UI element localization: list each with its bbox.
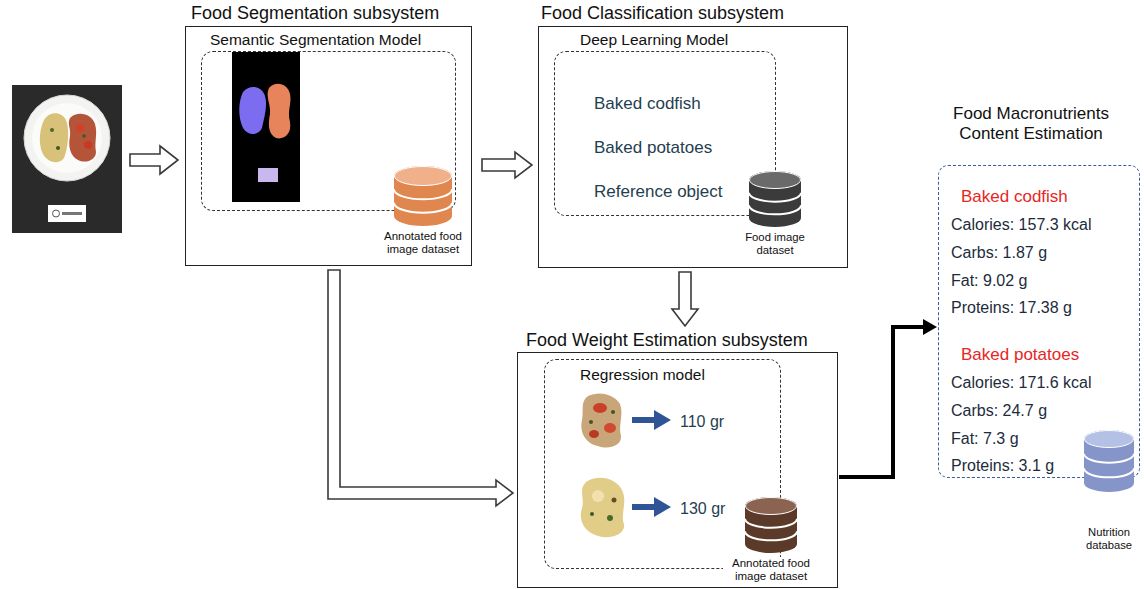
item-text: Calories: 171.6 kcal	[951, 373, 1092, 392]
item-text: Baked codfish	[594, 94, 701, 114]
item-text: Proteins: 17.38 g	[951, 298, 1072, 317]
item-text: Baked potatoes	[594, 138, 712, 158]
input-arrow	[130, 146, 178, 174]
flow-arrow	[482, 152, 532, 178]
cylinder-shape	[394, 166, 452, 226]
flow-arrow	[672, 272, 698, 326]
flow-arrow	[839, 319, 937, 477]
item-text: Baked codfish	[961, 187, 1068, 207]
database-cylinder: Food image dataset	[740, 171, 810, 261]
potato-portion	[581, 478, 625, 537]
weight-arrows	[632, 410, 671, 517]
item-text: Calories: 157.3 kcal	[951, 215, 1092, 234]
section-heading: Food Segmentation subsystem	[191, 3, 439, 25]
item-text: Reference object	[594, 182, 723, 202]
item-text: Proteins: 3.1 g	[951, 456, 1054, 475]
database-cylinder: Nutrition database	[1078, 430, 1140, 560]
section-heading: Deep Learning Model	[580, 31, 728, 50]
codfish-portion	[581, 393, 621, 447]
database-cylinder: Annotated food image dataset	[375, 166, 471, 260]
subsystem-box: Food Weight Estimation subsystemRegressi…	[517, 352, 838, 588]
section-heading: Food Macronutrients Content Estimation	[931, 104, 1131, 145]
database-label: Nutrition database	[1078, 526, 1140, 552]
item-text: 110 gr	[680, 412, 724, 431]
item-text: 130 gr	[680, 499, 725, 518]
model-region: Deep Learning ModelBaked codfishBaked po…	[554, 51, 776, 216]
cylinder-shape	[749, 171, 801, 227]
database-label: Annotated food image dataset	[375, 230, 471, 256]
section-heading: Food Classification subsystem	[541, 3, 784, 25]
item-text: Carbs: 1.87 g	[951, 243, 1047, 262]
section-heading: Regression model	[580, 366, 705, 385]
item-text: Fat: 9.02 g	[951, 271, 1028, 290]
item-text: Fat: 7.3 g	[951, 429, 1019, 448]
database-label: Food image dataset	[740, 231, 810, 257]
section-heading: Food Weight Estimation subsystem	[526, 330, 808, 352]
cylinder-shape	[745, 497, 797, 553]
segmentation-mask	[232, 52, 300, 202]
item-text: Baked potatoes	[961, 345, 1079, 365]
subsystem-box: Food Segmentation subsystemSemantic Segm…	[185, 26, 472, 266]
subsystem-box: Food Classification subsystemDeep Learni…	[538, 26, 848, 268]
section-heading: Semantic Segmentation Model	[210, 31, 421, 50]
item-text: Carbs: 24.7 g	[951, 401, 1047, 420]
database-cylinder: Annotated food image dataset	[723, 497, 819, 587]
cylinder-shape	[1084, 430, 1134, 492]
meal-photo	[12, 85, 122, 233]
flow-arrow	[328, 270, 513, 506]
database-label: Annotated food image dataset	[723, 557, 819, 583]
